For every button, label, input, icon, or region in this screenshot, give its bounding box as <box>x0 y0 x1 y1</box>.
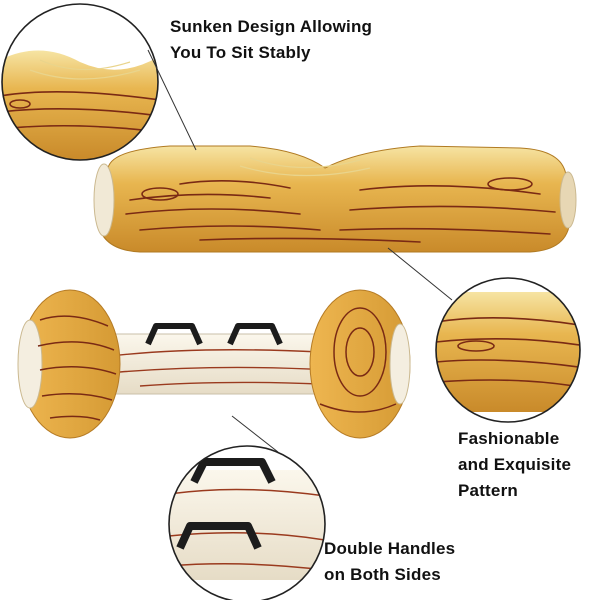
handles-caption-line-1: Double Handles <box>324 539 456 558</box>
pattern-detail-magnifier <box>387 247 581 423</box>
handles-detail-magnifier <box>168 415 326 600</box>
sunken-design-caption: Sunken Design Allowing You To Sit Stably <box>170 14 372 66</box>
pattern-caption-line-1: Fashionable <box>458 429 560 448</box>
handle-icon <box>145 323 283 346</box>
pattern-caption-line-2: and Exquisite <box>458 455 572 474</box>
inflatable-dumbbell-float-image <box>17 289 411 439</box>
inflatable-log-float-image <box>93 145 577 253</box>
sunken-detail-magnifier <box>1 3 197 161</box>
sunken-caption-line-1: Sunken Design Allowing <box>170 17 373 36</box>
pattern-caption-line-3: Pattern <box>458 481 518 500</box>
sunken-caption-line-2: You To Sit Stably <box>170 43 311 62</box>
handles-caption-line-2: on Both Sides <box>324 565 441 584</box>
handles-caption: Double Handles on Both Sides <box>324 536 455 588</box>
pattern-caption: Fashionable and Exquisite Pattern <box>458 426 571 504</box>
